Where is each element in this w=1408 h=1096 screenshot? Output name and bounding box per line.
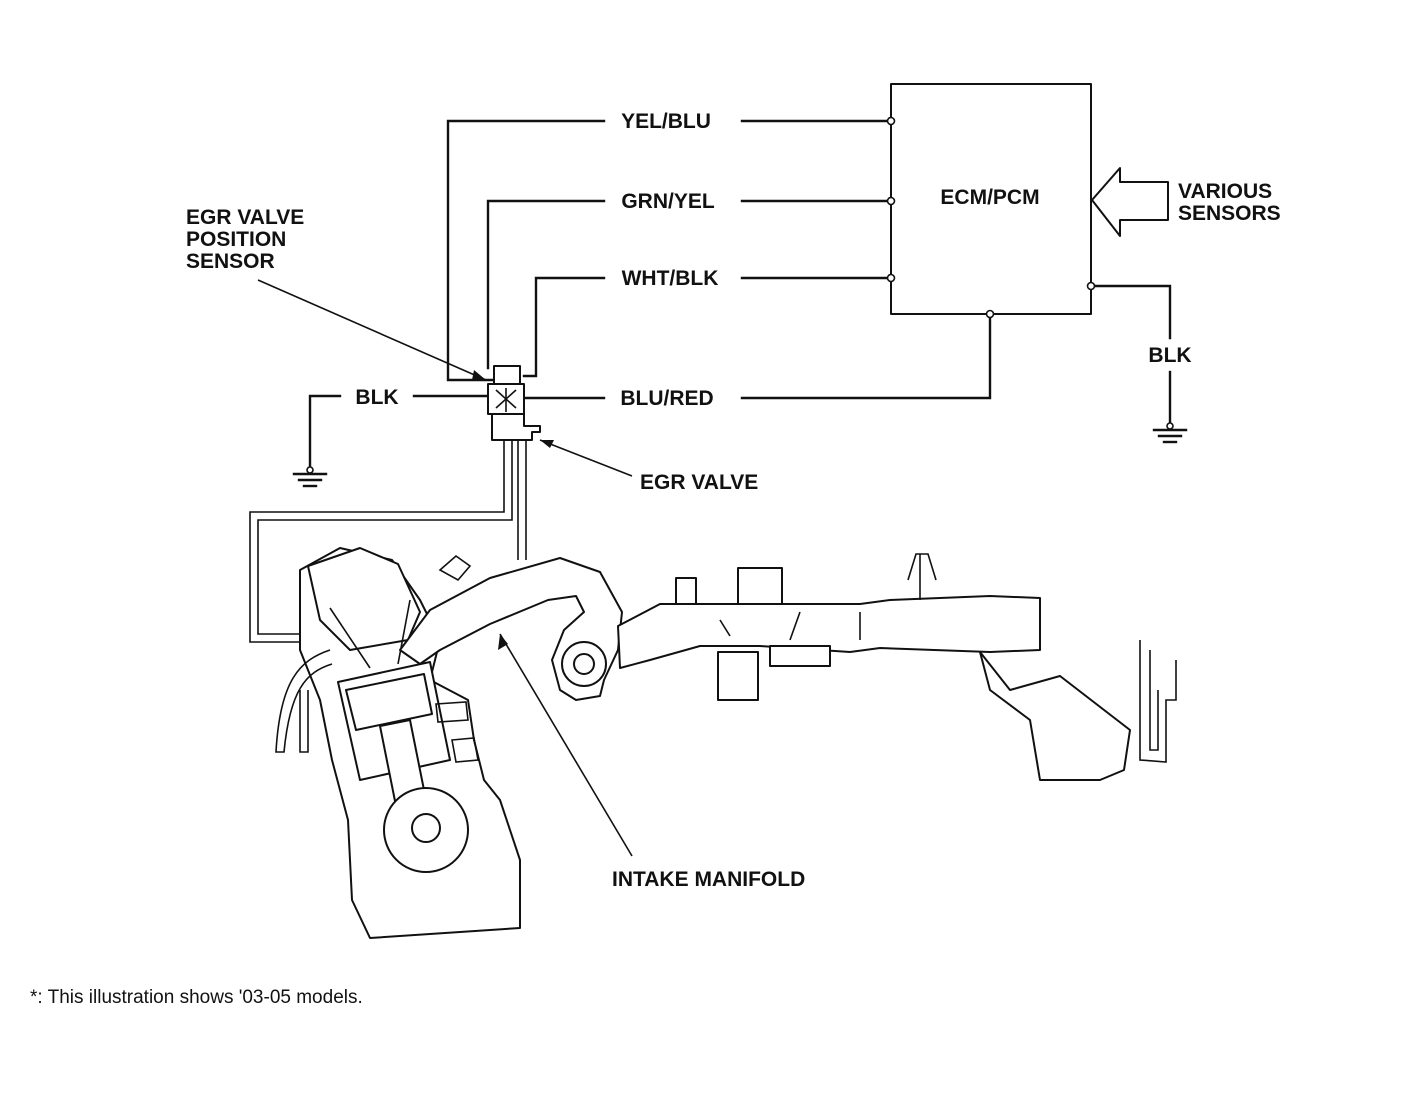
wire-label-wht-blk: WHT/BLK [622,267,719,290]
input-arrow-icon [1091,167,1169,237]
ecm-terminal [985,309,995,319]
ecm-pcm-box [890,83,1092,315]
leader-lines [257,279,633,857]
arrowhead-icon [498,634,508,650]
ecm-terminal [886,273,896,283]
ground-icon [1152,422,1188,444]
label-egr-sensor-3: SENSOR [186,250,275,273]
various-sensors-label-2: SENSORS [1178,202,1281,225]
ecm-terminal [886,116,896,126]
wire-label-blk-left: BLK [355,386,398,409]
label-egr-sensor-2: POSITION [186,228,286,251]
various-sensors-label-1: VARIOUS [1178,180,1272,203]
wire-label-blk-right: BLK [1148,344,1191,367]
wiring: YEL/BLU GRN/YEL WHT/BLK BLU/RED BLK BLK [308,110,1192,472]
label-egr-sensor-1: EGR VALVE [186,206,304,229]
wire-yel-blu-left [446,119,606,382]
wire-wht-blk-left [522,276,606,378]
wire-label-yel-blu: YEL/BLU [621,110,711,133]
label-intake-manifold: INTAKE MANIFOLD [612,868,805,891]
wire-blu-red-right [740,312,992,400]
egr-valve-base [491,413,541,441]
engine-cross-section [275,547,521,939]
various-sensors-input: VARIOUS SENSORS [1091,167,1281,237]
wire-label-grn-yel: GRN/YEL [621,190,715,213]
ecm-pcm-label: ECM/PCM [940,186,1039,209]
wire-grn-yel-left [486,199,606,370]
footnote: *: This illustration shows '03-05 models… [30,987,363,1008]
ecm-terminal [886,196,896,206]
ecm-pcm-unit: ECM/PCM [890,83,1092,315]
wire-blk-left-b [308,394,342,472]
arrowhead-icon [472,370,486,380]
arrowhead-icon [540,440,554,448]
ground-icon [292,466,328,488]
wire-blk-right-a [1089,284,1172,340]
label-egr-valve: EGR VALVE [640,471,758,494]
wire-label-blu-red: BLU/RED [620,387,713,410]
egr-position-sensor [493,365,521,385]
ecm-terminal [1086,281,1096,291]
egr-valve-assembly [249,365,541,643]
intake-manifold [399,553,1177,781]
